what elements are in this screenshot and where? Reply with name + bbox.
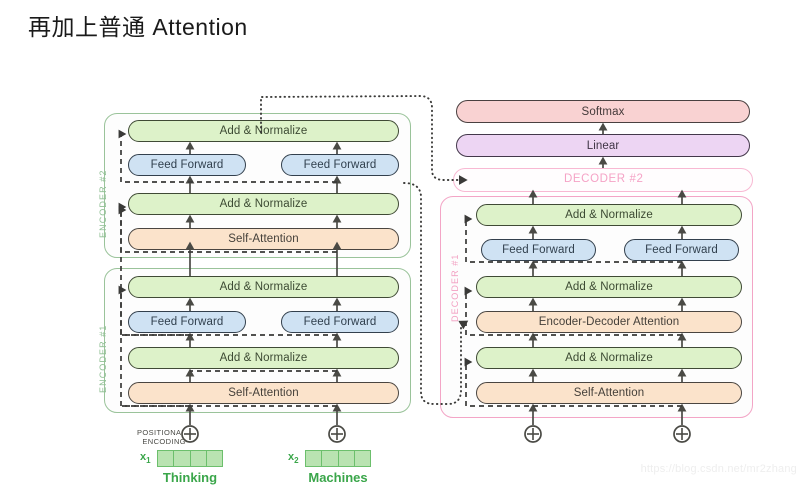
token-2-word: Machines (308, 470, 368, 485)
enc2-add-norm-bottom[interactable]: Add & Normalize (128, 193, 399, 215)
watermark: https://blog.csdn.net/mr2zhang (640, 463, 797, 475)
encoder-1-label: ENCODER #1 (98, 324, 108, 393)
embedding-cell (355, 451, 370, 466)
plus-circle-dec-2 (673, 425, 691, 443)
token-1-embedding (157, 450, 223, 467)
embedding-cell (174, 451, 191, 466)
enc2-feed-forward-right[interactable]: Feed Forward (281, 154, 399, 176)
positional-encoding-line-1: POSITIONAL (136, 428, 186, 437)
token-1-word: Thinking (162, 470, 218, 485)
decoder-2-label: DECODER #2 (564, 173, 644, 185)
embedding-cell (158, 451, 175, 466)
token-2-symbol: x2 (288, 451, 299, 465)
embedding-cell (207, 451, 222, 466)
dec1-add-norm-2[interactable]: Add & Normalize (476, 276, 742, 298)
dec1-self-attention[interactable]: Self-Attention (476, 382, 742, 404)
dec1-add-norm-3[interactable]: Add & Normalize (476, 347, 742, 369)
enc1-add-norm-top[interactable]: Add & Normalize (128, 276, 399, 298)
embedding-cell (322, 451, 339, 466)
linear-block[interactable]: Linear (456, 134, 750, 157)
positional-encoding-line-2: ENCODING (142, 437, 186, 446)
embedding-cell (306, 451, 323, 466)
token-2-index: 2 (294, 456, 299, 466)
embedding-cell (339, 451, 355, 466)
token-1-index: 1 (146, 456, 151, 466)
token-2-embedding (305, 450, 371, 467)
token-1-symbol: x1 (140, 451, 151, 465)
positional-encoding-plus-group (181, 425, 691, 443)
dec1-feed-forward-right[interactable]: Feed Forward (624, 239, 739, 261)
decoder-2-group[interactable] (453, 168, 753, 192)
token-1-symbol-text: x (140, 451, 147, 463)
dec1-encoder-decoder-attention[interactable]: Encoder-Decoder Attention (476, 311, 742, 333)
dec1-add-norm-1[interactable]: Add & Normalize (476, 204, 742, 226)
enc2-self-attention[interactable]: Self-Attention (128, 228, 399, 250)
plus-circle-dec-1 (524, 425, 542, 443)
plus-circle-token-2 (328, 425, 346, 443)
enc2-add-norm-top[interactable]: Add & Normalize (128, 120, 399, 142)
embedding-cell (191, 451, 207, 466)
dec1-feed-forward-left[interactable]: Feed Forward (481, 239, 596, 261)
enc1-self-attention[interactable]: Self-Attention (128, 382, 399, 404)
page-title: 再加上普通 Attention (28, 14, 248, 40)
encoder-2-label: ENCODER #2 (98, 169, 108, 238)
enc2-feed-forward-left[interactable]: Feed Forward (128, 154, 246, 176)
enc1-feed-forward-right[interactable]: Feed Forward (281, 311, 399, 333)
token-2-symbol-text: x (288, 451, 295, 463)
decoder-1-label: DECODER #1 (450, 253, 460, 322)
positional-encoding-label: POSITIONAL ENCODING (128, 428, 186, 446)
softmax-block[interactable]: Softmax (456, 100, 750, 123)
enc1-feed-forward-left[interactable]: Feed Forward (128, 311, 246, 333)
enc1-add-norm-bottom[interactable]: Add & Normalize (128, 347, 399, 369)
